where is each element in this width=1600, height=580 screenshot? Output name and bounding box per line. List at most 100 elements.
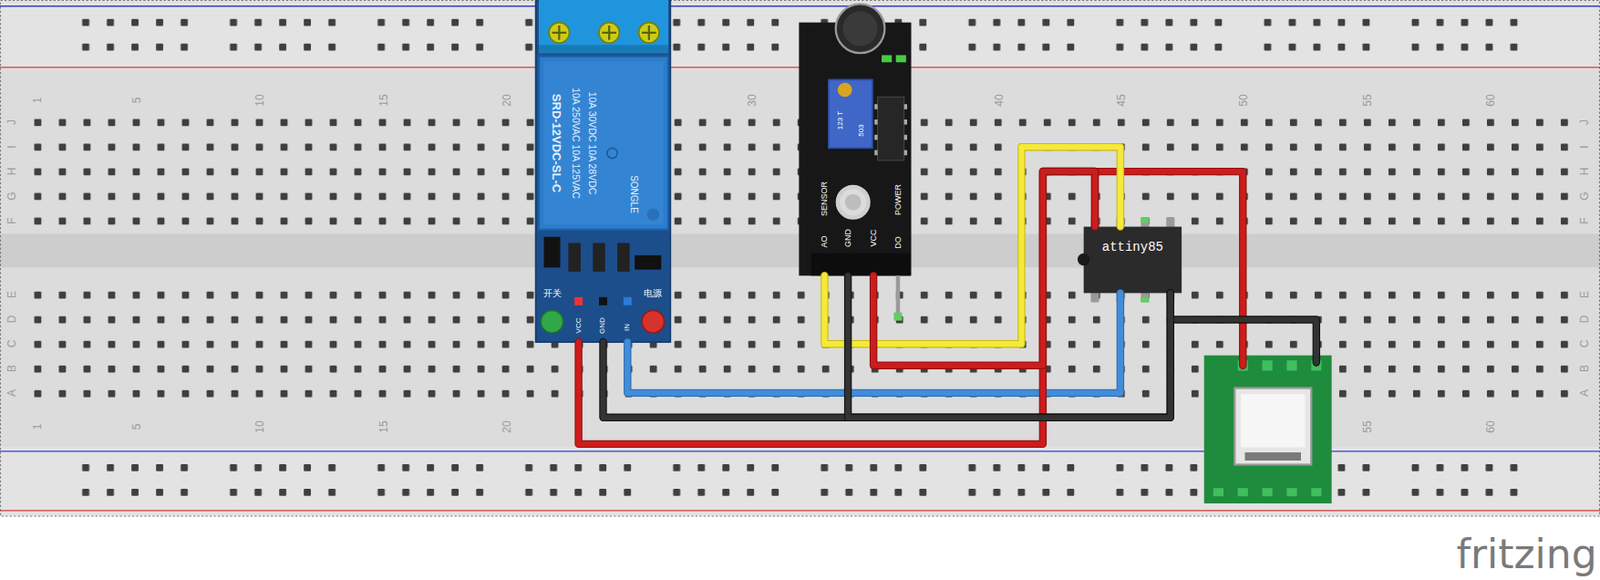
relay-module: 开关电源VCCGNDINSRD-12VDC-SL-C10A 250VAC 10A… (536, 0, 671, 342)
sound-sensor-art (824, 275, 899, 320)
relay-module-art (536, 0, 671, 342)
relay-module-art (647, 207, 660, 220)
breadboard-label: B (6, 364, 18, 372)
breadboard-label: 60 (1485, 420, 1497, 433)
breadboard-label: 10 (254, 420, 266, 433)
component-text: DO (893, 237, 902, 250)
breadboard-body (0, 450, 1600, 452)
breadboard-label: F (1579, 216, 1590, 224)
attiny85-chip-art (1077, 253, 1090, 266)
relay-module-art (544, 61, 664, 225)
usb-board-art (1204, 355, 1332, 504)
sound-sensor-art (904, 134, 908, 141)
breadboard-label: 15 (378, 93, 390, 106)
relay-module-art (623, 297, 632, 306)
relay-module-art (567, 242, 580, 271)
relay-module-art (641, 309, 665, 333)
breadboard-body (25, 282, 1577, 406)
component-text: VCC (869, 228, 878, 247)
breadboard-label: 30 (746, 93, 758, 106)
attiny85-chip-art (1090, 291, 1099, 302)
breadboard-label: 1 (31, 423, 43, 431)
usb-board-art (1286, 360, 1297, 371)
usb-board-art (1244, 452, 1301, 461)
breadboard-label: 1 (31, 96, 43, 104)
breadboard-label: I (6, 145, 18, 149)
breadboard-label: 20 (501, 93, 513, 106)
jumper-wire (824, 146, 1121, 344)
breadboard-label: 20 (501, 420, 513, 433)
breadboard-label: H (6, 167, 18, 176)
breadboard-label: 15 (378, 420, 390, 433)
usb-board-art (1204, 355, 1332, 504)
sound-sensor-art (836, 3, 886, 53)
sound-sensor-art (881, 54, 892, 62)
attiny85-chip-art (1166, 217, 1175, 228)
relay-module-art (552, 25, 657, 41)
attiny85-chip-art (1140, 217, 1149, 224)
jumper-wire (847, 275, 1171, 418)
breadboard-label: J (6, 119, 18, 125)
wire-stroke (578, 171, 1095, 444)
breadboard-label: 45 (1115, 93, 1127, 106)
component-text: GND (844, 228, 853, 248)
component-text: 电源 (643, 289, 662, 299)
breadboard-label: E (1579, 290, 1590, 299)
attiny85-chip-art (1077, 217, 1182, 303)
breadboard-body (0, 0, 1600, 516)
wire-stroke (578, 171, 1095, 444)
breadboard-label: J (1579, 119, 1590, 125)
breadboard-label: C (1579, 340, 1590, 349)
wire-stroke (847, 275, 1171, 418)
usb-board-art (1262, 487, 1273, 496)
breadboard-label: A (6, 389, 18, 397)
sound-sensor-art (798, 3, 911, 320)
relay-module-art (538, 44, 669, 53)
sound-sensor-art (845, 194, 862, 211)
relay-body: SRD-12VDC-SL-C10A 250VAC 10A 125VAC10A 3… (538, 56, 669, 230)
attiny85-chip: attiny85 (1083, 226, 1182, 293)
component-text: SENSOR (820, 181, 829, 217)
breadboard-label: 10 (254, 93, 266, 106)
sound-sensor-art (874, 119, 878, 125)
component-text: attiny85 (1102, 240, 1164, 254)
attiny85-chip-art (1140, 291, 1149, 302)
usb-board-art (1262, 360, 1273, 371)
relay-module-art (634, 255, 661, 270)
breadboard-label: 503 (857, 124, 866, 137)
sound-sensor-art (877, 96, 905, 160)
usb-wires (1170, 319, 1317, 362)
relay-module-art (536, 0, 671, 342)
sound-sensor-art (904, 150, 908, 156)
breadboard-body (0, 5, 1600, 7)
attiny85-chip-art (1140, 297, 1149, 303)
breadboard-label: H (1579, 167, 1590, 176)
sound-sensor-art (874, 103, 878, 110)
breadboard-label: G (6, 191, 18, 200)
wire-stroke (824, 146, 1121, 344)
component-text: AO (820, 236, 829, 248)
breadboard-label: G (1579, 191, 1590, 200)
breadboard-label: 5 (131, 423, 143, 431)
breadboard-label: 55 (1362, 420, 1373, 433)
breadboard-label: D (1579, 315, 1590, 324)
sound-sensor-art (837, 82, 853, 98)
component-text: GND (598, 317, 607, 334)
component-text: IN (623, 323, 631, 331)
jumper-wire (603, 292, 1171, 418)
relay-module-art (617, 242, 630, 271)
component-text: SONGLE (629, 175, 639, 214)
sound-sensor-art (843, 10, 878, 46)
breadboard-label: C (6, 340, 18, 349)
usb-board-art (1234, 387, 1311, 465)
breadboard-body (0, 509, 1600, 511)
breadboard-label: I (1579, 145, 1590, 149)
relay-module-art (544, 237, 561, 269)
sound-sensor-art (896, 54, 907, 62)
sound-sensor-art (904, 119, 908, 125)
component-text: POWER (893, 184, 902, 216)
